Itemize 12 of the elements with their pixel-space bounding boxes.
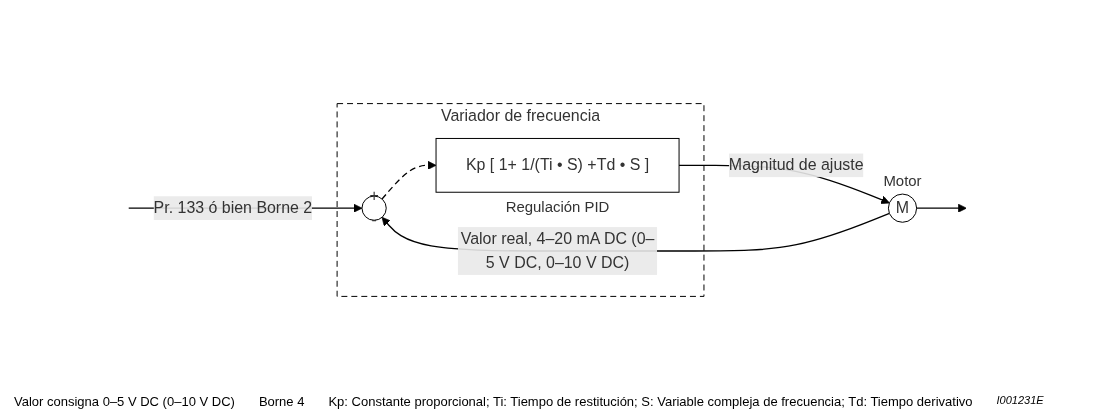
edge-label: Valor real, 4–20 mA DC (0–5 V DC, 0–10 V DC): [457, 227, 658, 275]
block-caption: Motor: [883, 172, 922, 190]
controller-box: Kp [ 1+ 1/(Ti • S) +Td • S ]: [435, 137, 680, 193]
legend-note: Kp: Constante proporcional; Ti: Tiempo de restitución; S: Variable compleja de frecuencia; Td: Tiempo derivativo: [328, 394, 973, 409]
edge-label: Magnitud de ajuste: [728, 153, 864, 178]
figure-code: I001231E: [996, 394, 1044, 408]
motor-circle: M: [887, 193, 918, 223]
signal-label: Borne 4: [258, 394, 305, 409]
node-label: -: [371, 211, 377, 229]
edge-label: Pr. 133 ó bien Borne 2: [153, 196, 313, 221]
signal-label: Valor consigna 0–5 V DC (0–10 V DC): [14, 394, 235, 409]
block-caption: Regulación PID: [505, 198, 610, 216]
